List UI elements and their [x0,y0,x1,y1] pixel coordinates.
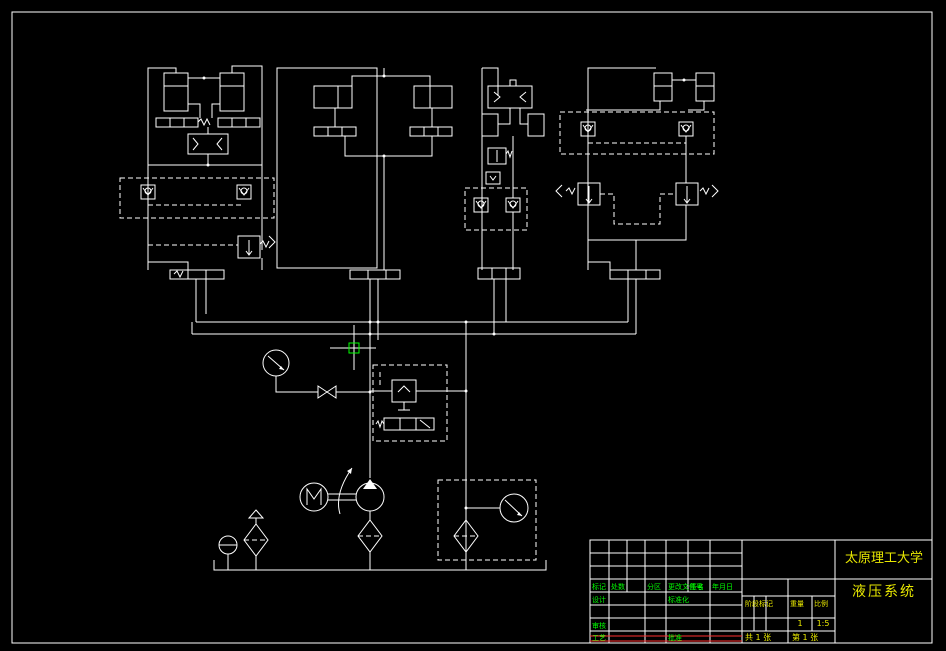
header-mark: 标记 [592,582,606,591]
filter-icon [243,509,269,570]
directional-valve-icon [409,126,453,137]
cylinder-icon [653,72,673,102]
cylinder-icon [527,113,545,137]
header-process: 工艺 [592,634,606,642]
directional-valve-icon [349,269,401,280]
check-valve-box [464,187,528,231]
header-weight: 重量 [790,600,804,608]
sheet-number: 第 1 张 [792,632,818,642]
check-valve-icon [580,121,596,137]
relief-valve-icon [487,147,513,165]
weight-value: 1 [797,619,802,628]
shutoff-valve-icon [317,385,372,399]
return-filter-unit [437,479,537,570]
header-signature: 签名 [690,582,704,591]
cylinder-icon [163,72,189,112]
check-valve-box [559,111,715,155]
directional-valve-icon [217,117,261,128]
title-block: 太原理工大学 液压系统 标记 处数 分区 更改文件号 签名 年月日 设计 标准化… [589,539,933,644]
sheets-total: 共 1 张 [745,633,771,642]
header-count: 处数 [611,582,625,591]
directional-valve-icon [609,269,661,280]
relief-unit [370,364,468,442]
check-valve-icon [140,184,156,200]
cylinder-icon [481,113,499,137]
header-stage-mark: 阶段标记 [745,599,773,608]
pressure-gauge-icon [262,349,318,393]
relief-valve-icon [187,133,229,155]
header-zone: 分区 [647,582,661,591]
relief-valve-icon [555,182,601,206]
cursor-marker [348,342,360,354]
directional-valve-icon [375,417,435,431]
header-date: 年月日 [712,582,733,591]
filter-icon [357,519,383,570]
motor-icon [299,467,356,515]
header-review: 审核 [592,621,606,630]
directional-valve-icon [477,267,521,280]
accumulator-icon [218,535,238,570]
tank-icon [213,560,547,571]
header-change-doc: 更改文件号 [668,582,703,591]
frame-2 [276,67,378,269]
header-standardize: 标准化 [668,595,689,604]
scale-value: 1:5 [817,619,830,628]
header-design: 设计 [592,595,606,604]
drawing-frame [11,11,933,644]
cylinder-icon [219,72,245,112]
directional-valve-icon [169,269,225,280]
main-lines [191,320,636,560]
check-valve-icon [473,197,489,213]
check-valve-icon [505,197,521,213]
header-scale: 比例 [814,599,828,608]
check-valve-box [119,177,275,219]
directional-valve-icon [155,117,211,128]
header-approve: 批准 [668,633,682,642]
relief-valve-icon [675,182,719,206]
circuit-4 [555,67,719,334]
cylinder-icon [695,72,715,102]
school-name: 太原理工大学 [845,550,923,566]
circuit-2 [276,67,453,478]
check-valve-icon [678,121,694,137]
circuit-1 [119,65,276,322]
relief-valve-icon [237,235,276,259]
pump-icon [355,479,385,520]
circuit-3 [464,67,545,334]
cylinder-icon [413,85,453,109]
cylinder-icon [313,85,353,109]
check-valve-icon [236,184,252,200]
directional-valve-icon [313,126,357,137]
drawing-title: 液压系统 [852,584,916,600]
